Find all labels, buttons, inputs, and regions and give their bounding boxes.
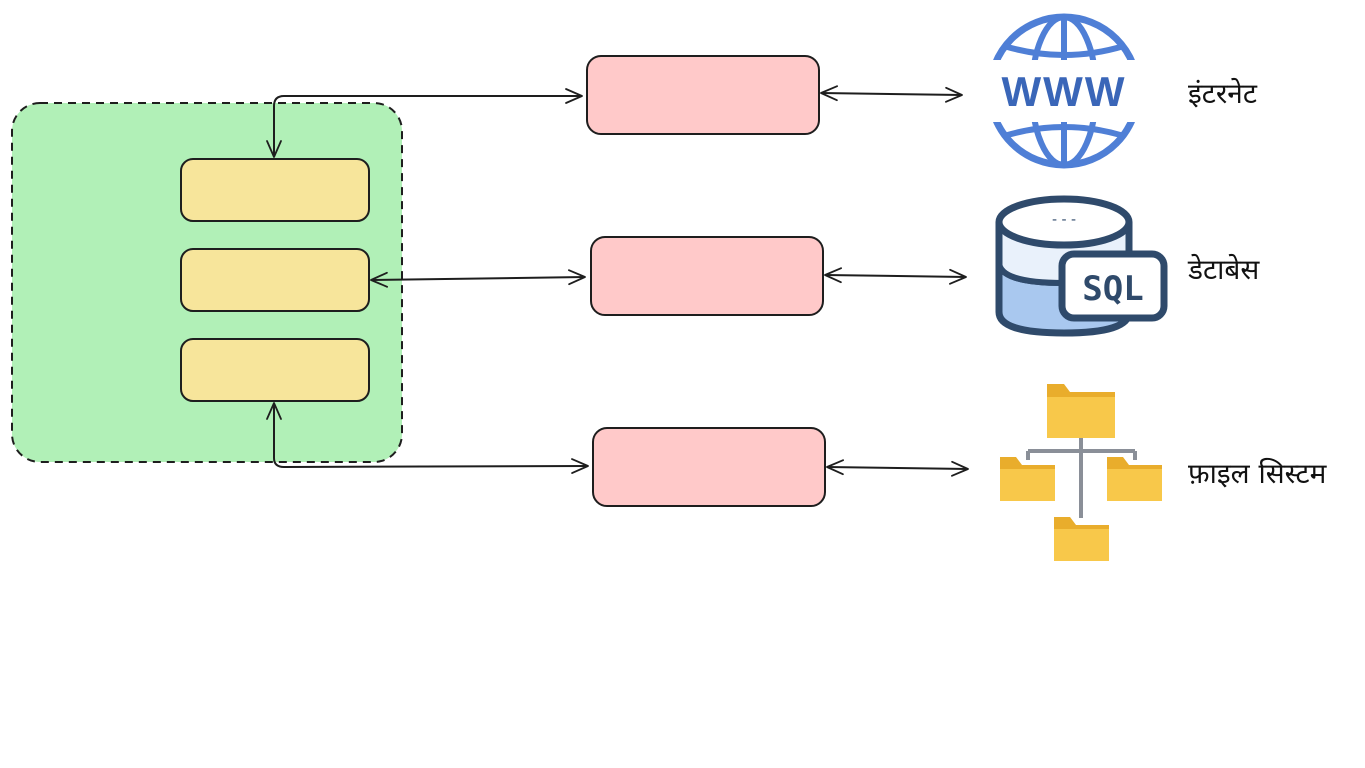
db-dashes-text: - - - bbox=[1052, 212, 1076, 228]
folder-tree-icon bbox=[1000, 384, 1162, 561]
internet-label: इंटरनेट bbox=[1188, 77, 1257, 110]
sql-database-icon: - - - SQL bbox=[995, 195, 1168, 337]
middle-block-middle bbox=[590, 236, 824, 316]
arrow-middle-block-to-middle-middle bbox=[370, 269, 586, 288]
inner-block-bottom bbox=[180, 338, 370, 402]
arrow-top-middle-to-internet bbox=[820, 85, 963, 103]
middle-block-top bbox=[586, 55, 820, 135]
arrow-top-block-to-top-middle bbox=[266, 88, 583, 158]
inner-block-top bbox=[180, 158, 370, 222]
filesystem-label: फ़ाइल सिस्टम bbox=[1188, 457, 1327, 490]
middle-block-bottom bbox=[592, 427, 826, 507]
www-text: WWW bbox=[1002, 68, 1127, 115]
globe-www-icon: WWW bbox=[982, 13, 1146, 169]
arrow-bottom-block-to-bottom-middle bbox=[266, 402, 589, 474]
arrow-bottom-middle-to-filesystem bbox=[826, 459, 969, 477]
inner-block-middle bbox=[180, 248, 370, 312]
arrow-middle-middle-to-database bbox=[824, 267, 967, 285]
database-label: डेटाबेस bbox=[1188, 253, 1260, 286]
sql-text: SQL bbox=[1082, 269, 1143, 309]
